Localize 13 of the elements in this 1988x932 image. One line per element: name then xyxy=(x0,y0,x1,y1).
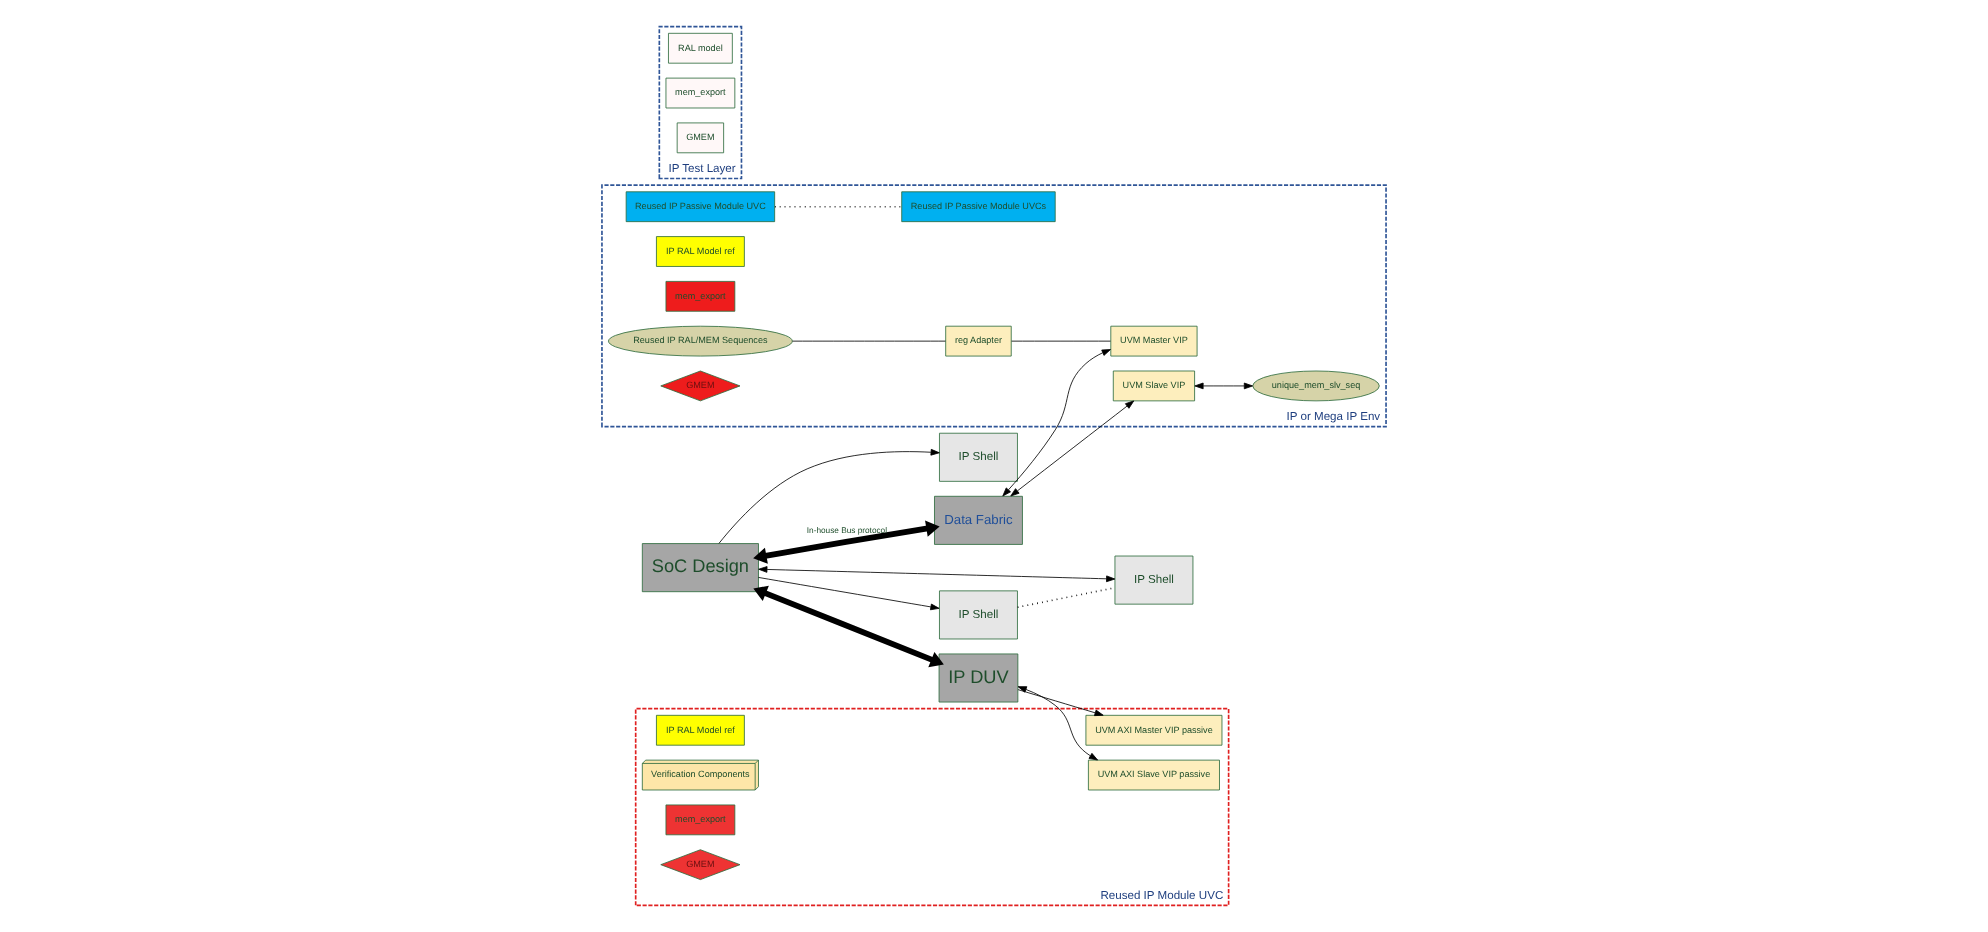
node-box: IP DUV xyxy=(938,653,1019,703)
arrow xyxy=(753,520,940,564)
arrow xyxy=(1010,400,1135,497)
arrow xyxy=(1002,349,1111,497)
arrow xyxy=(1017,689,1104,717)
arrow xyxy=(1194,382,1253,390)
connector xyxy=(1016,586,1116,609)
arrow xyxy=(718,448,940,544)
arrow xyxy=(758,577,940,611)
arrow xyxy=(758,566,1116,583)
arrow xyxy=(1017,686,1099,761)
arrow xyxy=(753,585,944,668)
node-box: SoC Design xyxy=(641,543,759,593)
